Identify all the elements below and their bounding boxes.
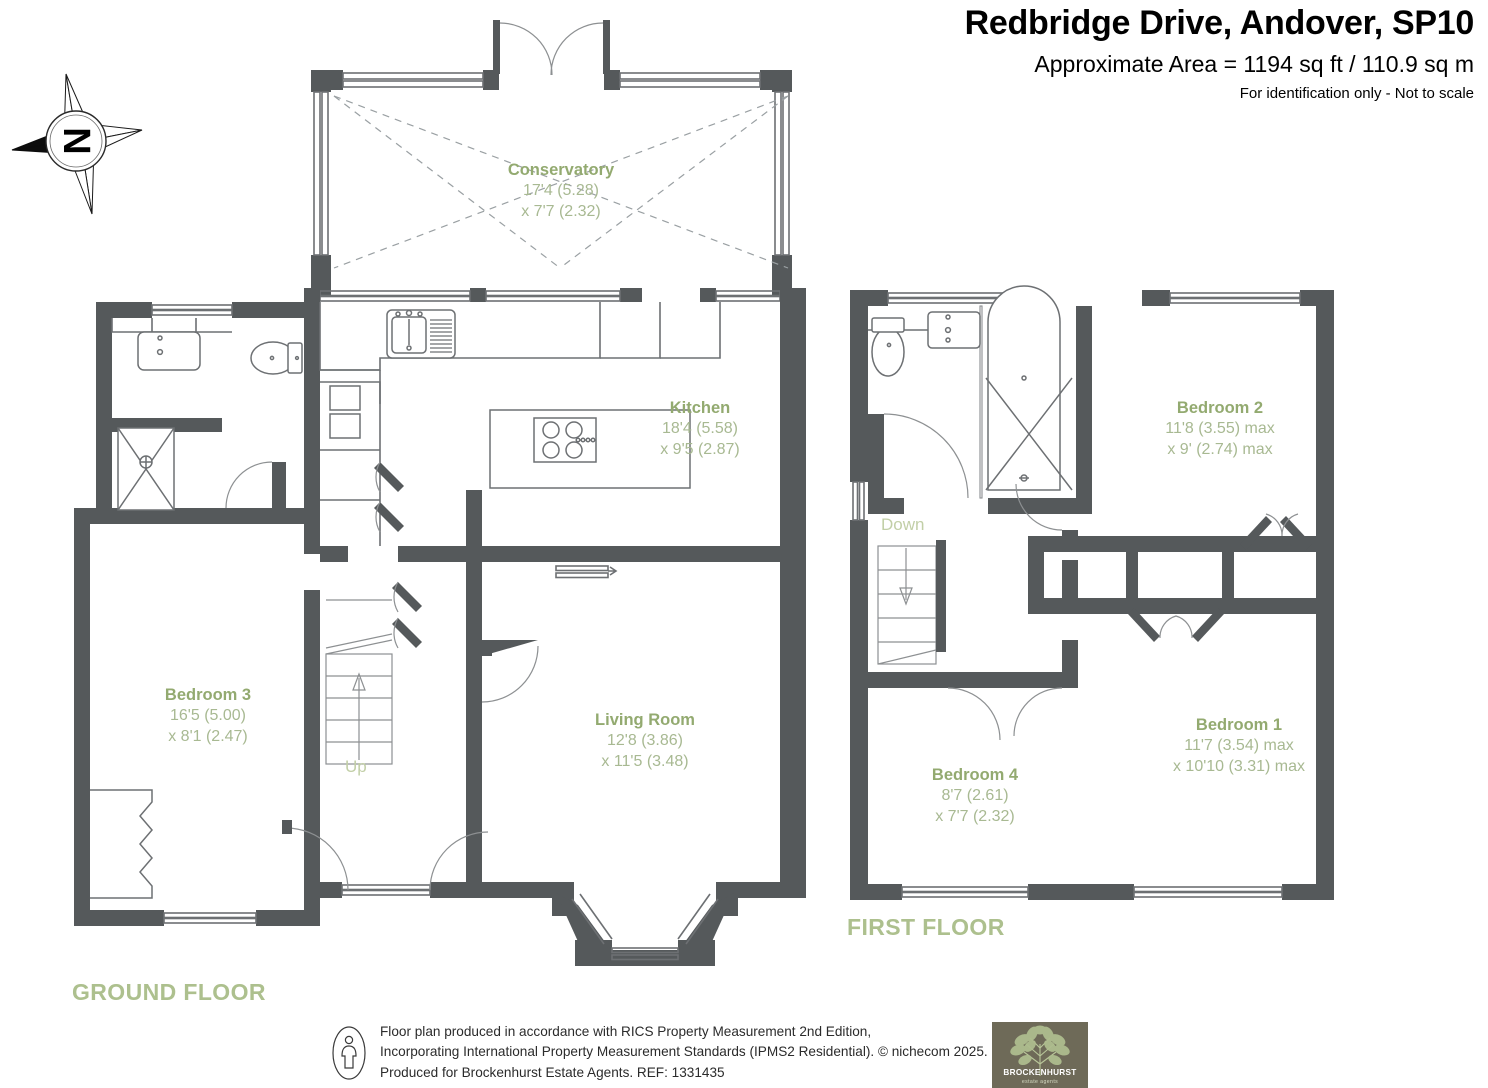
ground-shower-room-fittings <box>111 318 303 511</box>
stairs-up-label: Up <box>345 757 367 776</box>
page-title: Redbridge Drive, Andover, SP10 <box>964 4 1475 42</box>
ground-floor-partitions <box>112 418 786 886</box>
footer-line-3: Produced for Brockenhurst Estate Agents.… <box>380 1064 725 1080</box>
footer-copyright: © nichecom 2025. <box>877 1044 988 1060</box>
stairs-down-label: Down <box>881 515 925 534</box>
logo-name: BROCKENHURST <box>1003 1068 1077 1077</box>
footer-line-2: Incorporating International Property Mea… <box>380 1044 875 1060</box>
rics-person-icon <box>332 1026 366 1080</box>
first-floor-doors <box>947 483 1078 741</box>
brockenhurst-logo: BROCKENHURST estate agents <box>992 1022 1088 1088</box>
scale-disclaimer: For identification only - Not to scale <box>1239 85 1474 103</box>
footer: Floor plan produced in accordance with R… <box>332 1022 1112 1088</box>
conservatory-room <box>311 20 792 295</box>
built-in-wardrobes <box>1128 513 1312 642</box>
ground-floor-plan <box>74 20 806 966</box>
compass-rose: N <box>11 73 143 215</box>
ground-floor-walls <box>74 288 806 966</box>
tree-logo-icon <box>1010 1025 1070 1076</box>
header: Redbridge Drive, Andover, SP10 Approxima… <box>754 4 1475 103</box>
footer-text-block: Floor plan produced in accordance with R… <box>380 1022 988 1083</box>
ground-floor-title: GROUND FLOOR <box>72 979 266 1005</box>
first-floor-walls <box>850 290 1334 900</box>
footer-line-2-wrap: Incorporating International Property Mea… <box>380 1042 988 1062</box>
bedroom3-window <box>90 789 153 899</box>
compass-north-label: N <box>55 127 97 154</box>
approximate-area: Approximate Area = 1194 sq ft / 110.9 sq… <box>1034 51 1474 78</box>
footer-line-1: Floor plan produced in accordance with R… <box>380 1024 872 1039</box>
ground-floor-stairs <box>282 581 539 891</box>
logo-subtitle: estate agents <box>1021 1079 1059 1085</box>
first-floor-stairs <box>877 540 946 665</box>
first-floor-plan <box>850 285 1334 900</box>
first-floor-title: FIRST FLOOR <box>847 914 1005 940</box>
first-floor-bathroom-fittings <box>868 285 1073 499</box>
kitchen-fittings <box>319 302 721 546</box>
